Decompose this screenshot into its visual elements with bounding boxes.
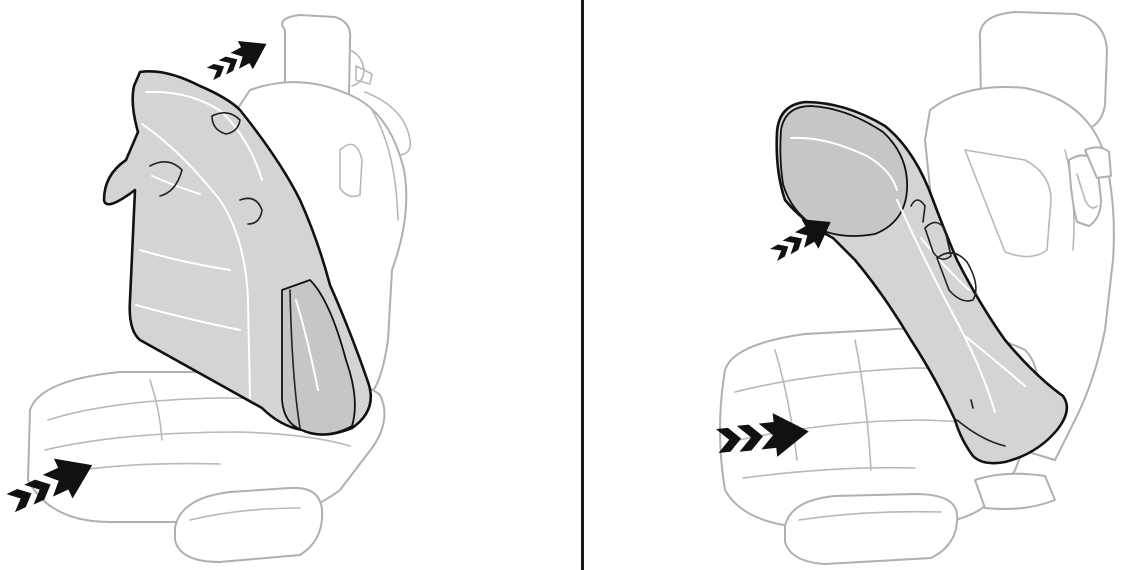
right-panel xyxy=(585,0,1123,570)
left-arrow-top xyxy=(202,30,274,88)
right-seat-illustration xyxy=(585,0,1123,570)
left-seat-illustration xyxy=(0,0,580,570)
panel-divider xyxy=(581,0,584,570)
left-panel xyxy=(0,0,580,570)
